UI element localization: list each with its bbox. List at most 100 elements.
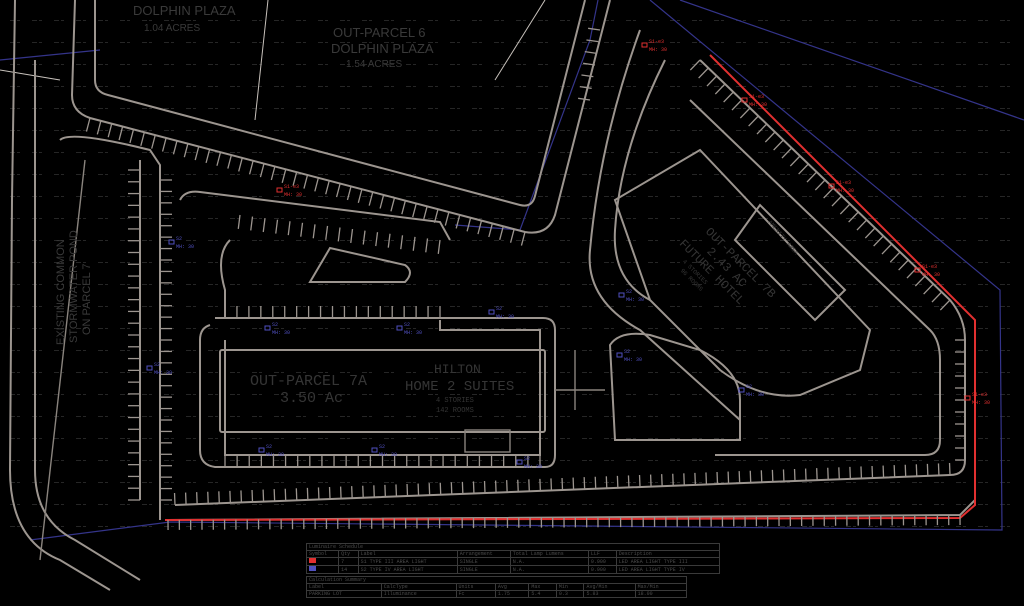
parking-stall-line [789, 155, 801, 167]
grid-point [406, 460, 411, 461]
grid-point [274, 394, 279, 395]
grid-point [611, 482, 614, 483]
grid-point [230, 240, 235, 241]
grid-point [281, 328, 284, 329]
grid-point [941, 152, 944, 153]
grid-point [296, 152, 301, 153]
grid-point [369, 174, 372, 175]
outparcel-7a-label: OUT-PARCEL 7A [250, 373, 367, 390]
grid-point [655, 372, 658, 373]
grid-point [963, 526, 966, 527]
grid-point [325, 196, 328, 197]
grid-point [545, 130, 548, 131]
grid-point [560, 64, 565, 65]
grid-point [699, 240, 702, 241]
grid-point [54, 196, 59, 197]
fixture-symbol-s2 [309, 566, 316, 571]
grid-point [501, 328, 504, 329]
grid-point [692, 218, 697, 219]
grid-point [186, 152, 191, 153]
grid-point [978, 460, 983, 461]
grid-point [171, 438, 174, 439]
grid-point [127, 196, 130, 197]
grid-point [501, 504, 504, 505]
grid-point [237, 20, 240, 21]
grid-point [831, 438, 834, 439]
grid-point [736, 42, 741, 43]
grid-point [1007, 526, 1010, 527]
grid-point [824, 130, 829, 131]
grid-point [582, 196, 587, 197]
grid-point [274, 328, 279, 329]
parking-stall-line [425, 238, 429, 253]
grid-point [237, 306, 240, 307]
grid-point [538, 240, 543, 241]
grid-point [208, 108, 213, 109]
grid-point [296, 438, 301, 439]
grid-point [61, 240, 64, 241]
grid-point [10, 350, 15, 351]
grid-point [98, 284, 103, 285]
grid-point [325, 64, 328, 65]
grid-point [83, 152, 86, 153]
grid-point [912, 20, 917, 21]
grid-point [479, 240, 482, 241]
grid-point [171, 350, 174, 351]
grid-point [670, 174, 675, 175]
grid-point [567, 306, 570, 307]
grid-point [831, 262, 834, 263]
grid-point [413, 130, 416, 131]
grid-point [589, 328, 592, 329]
grid-point [274, 174, 279, 175]
grid-point [765, 20, 768, 21]
grid-point [105, 86, 108, 87]
grid-point [765, 328, 768, 329]
grid-point [435, 240, 438, 241]
grid-point [626, 416, 631, 417]
grid-point [296, 20, 301, 21]
grid-point [699, 416, 702, 417]
grid-point [479, 152, 482, 153]
grid-point [171, 284, 174, 285]
grid-point [54, 460, 59, 461]
grid-point [369, 262, 372, 263]
grid-point [369, 438, 372, 439]
grid-point [692, 86, 697, 87]
parking-stall-line [368, 191, 374, 206]
grid-point [164, 460, 169, 461]
grid-point [567, 482, 570, 483]
grid-point [545, 262, 548, 263]
grid-point [61, 130, 64, 131]
outparcel-6-name: DOLPHIN PLAZA [331, 41, 434, 56]
grid-point [215, 416, 218, 417]
grid-point [186, 130, 191, 131]
grid-point [186, 42, 191, 43]
grid-point [259, 394, 262, 395]
grid-point [413, 196, 416, 197]
grid-point [868, 482, 873, 483]
grid-point [98, 526, 103, 527]
parking-stall-line [437, 239, 441, 254]
grid-point [362, 526, 367, 527]
grid-point [281, 20, 284, 21]
header-cell: Total Lamp Lumens [509, 550, 589, 558]
light-fixture-s2-icon [168, 239, 175, 245]
grid-point [677, 196, 680, 197]
grid-point [853, 526, 856, 527]
grid-point [765, 196, 768, 197]
grid-point [692, 20, 697, 21]
grid-point [692, 108, 697, 109]
grid-point [912, 372, 917, 373]
parking-stall-line [335, 183, 341, 198]
parking-stall-line [237, 214, 241, 229]
grid-point [10, 20, 15, 21]
grid-point [252, 306, 257, 307]
grid-point [780, 438, 785, 439]
grid-point [369, 416, 372, 417]
grid-point [54, 86, 59, 87]
grid-point [853, 240, 856, 241]
grid-point [98, 504, 103, 505]
grid-point [259, 218, 262, 219]
grid-point [76, 64, 81, 65]
grid-point [545, 372, 548, 373]
